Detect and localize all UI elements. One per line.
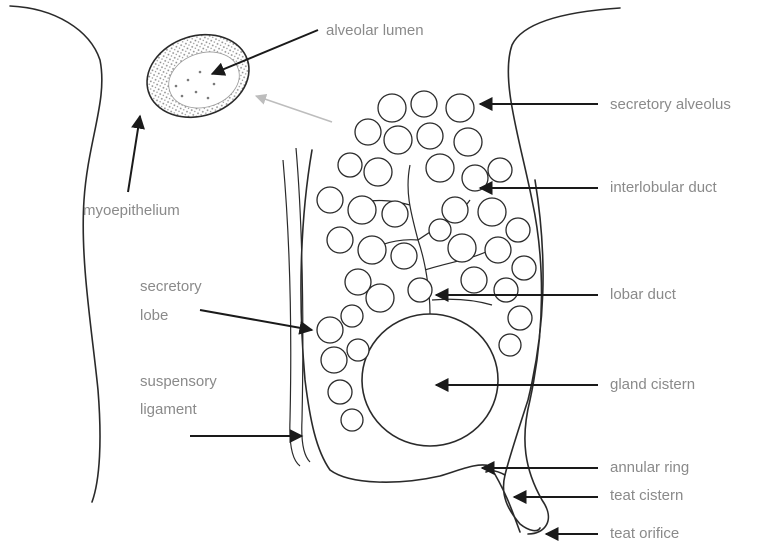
alveoli-cluster [317,91,536,431]
label-myoepithelium: myoepithelium [83,202,180,219]
label-teat-orifice: teat orifice [610,525,679,542]
label-secretory-lobe-1: secretory [140,278,202,295]
zoom-arrow [256,96,332,122]
suspensory-ligament-inner [296,148,310,462]
label-alveolar-lumen: alveolar lumen [326,22,424,39]
arrow-secretory-lobe [200,310,312,330]
arrow-myoepithelium [128,116,140,192]
label-interlobular-duct: interlobular duct [610,179,718,196]
label-lobar-duct: lobar duct [610,286,677,303]
label-gland-cistern: gland cistern [610,376,695,393]
udder-outline-left [10,6,102,502]
label-annular-ring: annular ring [610,459,689,476]
label-teat-cistern: teat cistern [610,487,683,504]
gland-cistern-shape [362,314,498,446]
label-suspensory-1: suspensory [140,373,217,390]
label-secretory-alveolus: secretory alveolus [610,96,731,113]
suspensory-ligament [283,160,300,466]
label-secretory-lobe-2: lobe [140,307,168,324]
label-suspensory-2: ligament [140,401,198,418]
teat-outline [486,466,520,532]
